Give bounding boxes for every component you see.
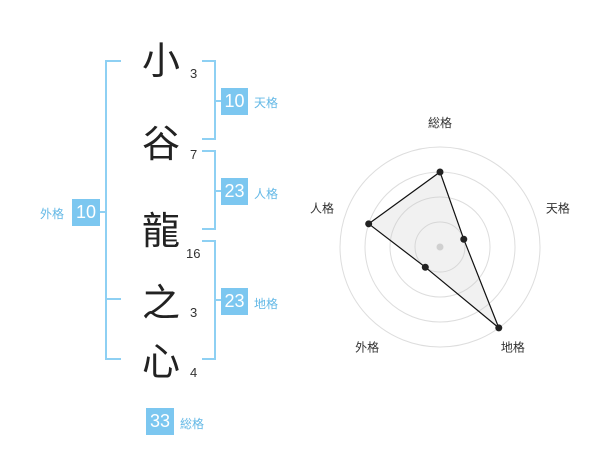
- radar-point-5: [365, 220, 373, 228]
- radar-point-2: [460, 235, 468, 243]
- radar-ring-2: [389, 196, 491, 298]
- gaikaku-bracket-tick: [105, 298, 121, 300]
- gaikaku-label: 外格: [40, 207, 65, 221]
- stroke-count-4: 3: [190, 305, 198, 320]
- radar-axis-label-3: 地格: [501, 339, 525, 354]
- radar-center-dot: [436, 243, 444, 251]
- tenkaku-label: 天格: [254, 96, 279, 110]
- radar-axis-label-4: 外格: [355, 339, 379, 354]
- name-char-3: 龍: [141, 209, 180, 253]
- radar-ring-1: [414, 221, 466, 273]
- name-char-2: 谷: [141, 122, 180, 166]
- gaikaku-bracket-connector: [97, 211, 105, 213]
- soukaku-value: 33: [146, 408, 174, 435]
- radar-axis-label-2: 天格: [546, 201, 570, 216]
- soukaku-label: 総格: [180, 417, 205, 431]
- radar-data-polygon: [367, 171, 500, 329]
- tenkaku-connector: [214, 100, 221, 102]
- jinkaku-value: 23: [221, 178, 248, 205]
- stroke-count-5: 4: [190, 365, 198, 380]
- gaikaku-value: 10: [72, 199, 100, 226]
- jinkaku-connector: [214, 190, 221, 192]
- stroke-count-2: 7: [190, 147, 198, 162]
- tenkaku-value: 10: [221, 88, 248, 115]
- radar-point-3: [495, 324, 503, 332]
- chikaku-connector: [214, 299, 221, 301]
- chikaku-value: 23: [221, 288, 248, 315]
- name-char-5: 心: [141, 340, 180, 384]
- chikaku-label: 地格: [254, 297, 279, 311]
- gaikaku-bracket: [105, 60, 121, 360]
- jinkaku-label: 人格: [254, 187, 279, 201]
- radar-ring-4: [339, 146, 541, 348]
- radar-data-points: [365, 168, 503, 332]
- radar-axis-label-5: 人格: [310, 201, 334, 216]
- stroke-count-3: 16: [186, 246, 201, 261]
- radar-point-1: [436, 168, 444, 176]
- name-char-1: 小: [141, 39, 180, 83]
- radar-axis-label-1: 総格: [428, 115, 452, 130]
- radar-point-4: [421, 263, 429, 271]
- stroke-count-1: 3: [190, 66, 198, 81]
- name-char-4: 之: [141, 281, 180, 325]
